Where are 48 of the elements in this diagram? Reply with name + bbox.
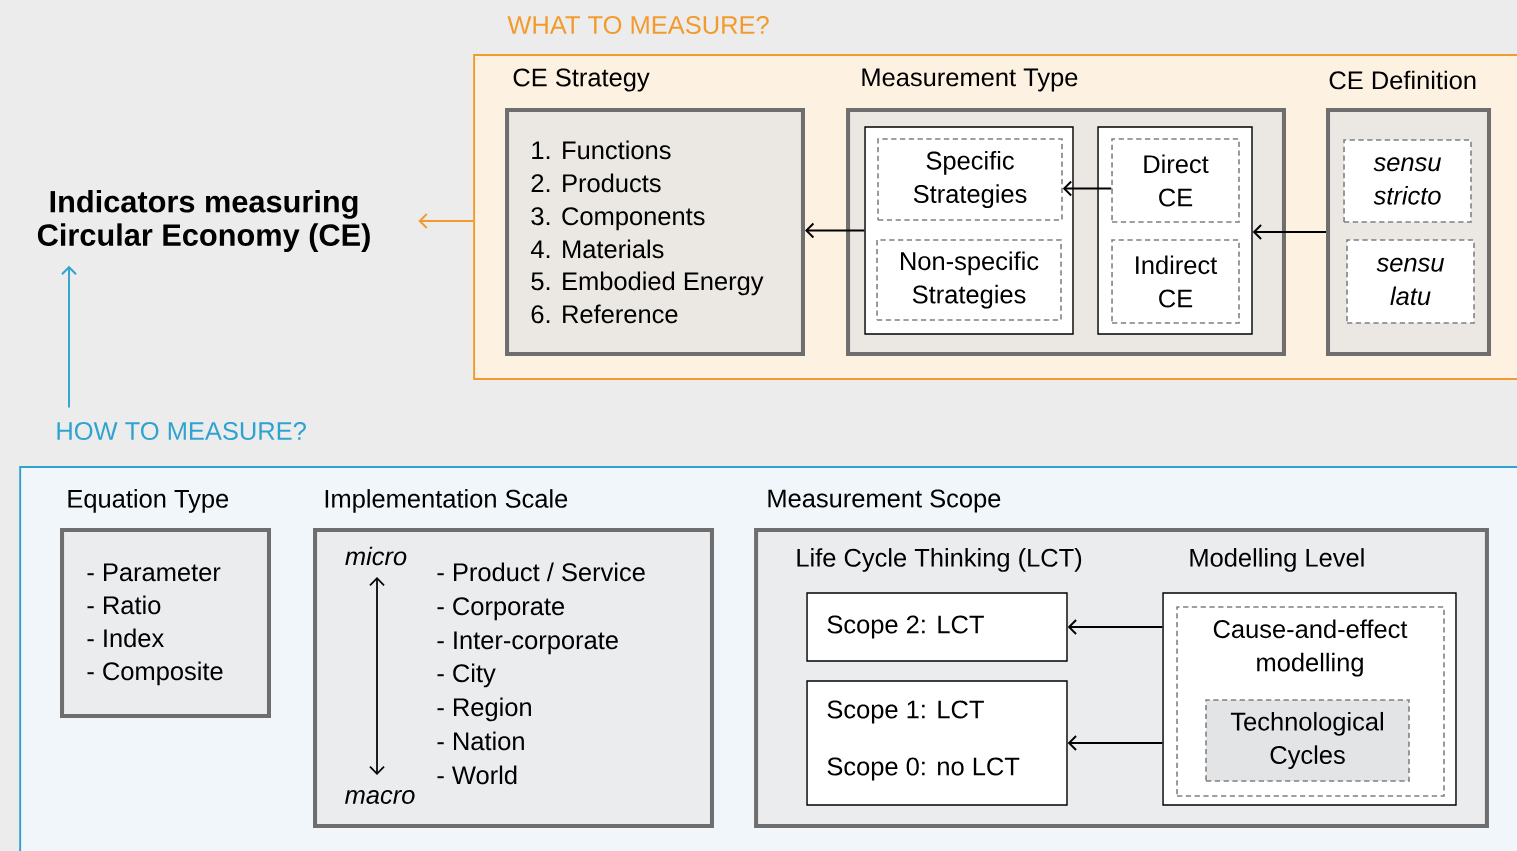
list-item: - Product / Service (437, 562, 645, 582)
arrow (805, 222, 866, 239)
box-heading: Measurement Scope (768, 489, 1001, 513)
list-item: 3. Components (531, 207, 705, 231)
dashed-box: Specific Strategies (877, 138, 1063, 221)
list-item: - Inter-corporate (437, 631, 618, 655)
list-item: - Region (437, 697, 531, 722)
scale-label: micro (345, 546, 407, 566)
scope-text: Scope 2: LCT (827, 615, 984, 639)
arrow (418, 213, 475, 229)
box-heading: Modelling Level (1190, 548, 1364, 572)
list-item: 5. Embodied Energy (531, 271, 764, 296)
box-heading: CE Strategy (513, 68, 650, 92)
box-heading: Life Cycle Thinking (LCT) (797, 548, 1082, 572)
list-item: 4. Materials (530, 239, 664, 259)
list-item: - Index (87, 628, 164, 648)
list-item: 2. Products (531, 173, 661, 193)
title-text: Indicators measuring Circular Economy (CE) (37, 189, 370, 253)
list-item: - Composite (87, 661, 223, 686)
arrow (1062, 180, 1113, 197)
scope-text: Scope 0: no LCT (827, 757, 1020, 781)
list-item: - Parameter (87, 563, 221, 582)
list-item: - World (437, 765, 517, 785)
arrow (1067, 619, 1164, 635)
scale-label: macro (345, 790, 415, 804)
section-heading: WHAT TO MEASURE? (507, 15, 769, 34)
box-heading: Implementation Scale (325, 489, 568, 513)
box-text: Cause-and-effect modelling (1213, 619, 1408, 677)
list-item: 1. Functions (532, 140, 671, 160)
arrow (1067, 735, 1164, 751)
dashed-box: sensu latu (1346, 239, 1475, 324)
box-heading: Measurement Type (862, 68, 1078, 92)
box-heading: CE Definition (1329, 70, 1476, 90)
list-item: - Corporate (437, 597, 565, 621)
list-item: 6. Reference (531, 304, 678, 324)
list-item: - City (437, 663, 496, 688)
section-heading: HOW TO MEASURE? (57, 421, 306, 440)
arrow (61, 265, 77, 409)
arrow (1252, 224, 1327, 240)
list-item: - Nation (437, 731, 524, 751)
scope-text: Scope 1: LCT (827, 700, 984, 724)
dashed-box: Direct CE (1111, 138, 1240, 223)
dashed-box: sensu stricto (1343, 139, 1472, 223)
box-heading: Equation Type (68, 489, 229, 513)
dashed-box: Indirect CE (1111, 239, 1240, 324)
shaded-box: Technological Cycles (1205, 699, 1410, 782)
list-item: - Ratio (87, 595, 161, 615)
dashed-box: Non-specific Strategies (876, 239, 1062, 321)
